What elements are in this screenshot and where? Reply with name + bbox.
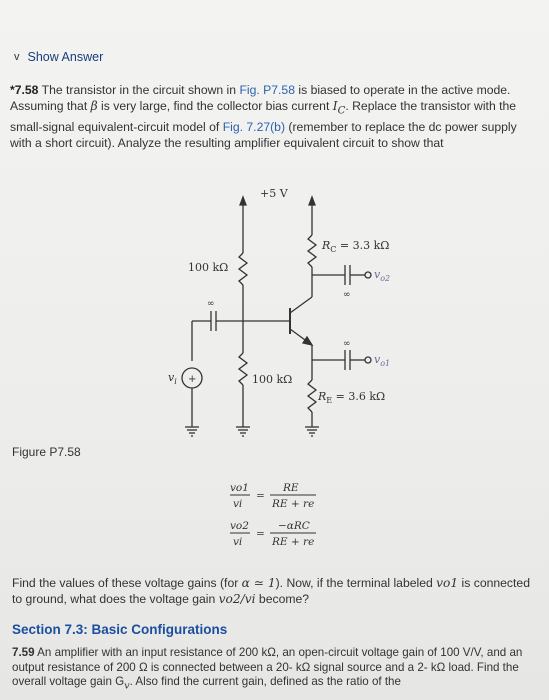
alpha-condition: α ≃ 1 bbox=[241, 576, 276, 590]
eq1-rhs-num: RE bbox=[282, 482, 299, 494]
beta-symbol: β bbox=[90, 99, 98, 113]
problem-number: 7.59 bbox=[12, 646, 35, 659]
terminal-vo2 bbox=[364, 271, 372, 279]
arrow-up-icon bbox=[239, 195, 247, 206]
section-heading: Section 7.3: Basic Configurations bbox=[12, 622, 228, 637]
vo1-label: vo1 bbox=[374, 353, 390, 368]
gv-subscript: v bbox=[124, 680, 130, 692]
show-answer-toggle[interactable]: v Show Answer bbox=[14, 50, 103, 64]
problem-text: (remember to replace the dc power supply… bbox=[10, 120, 517, 151]
eq1-lhs-num: vo1 bbox=[230, 482, 249, 494]
eq2-rhs-num: −αRC bbox=[278, 520, 310, 532]
vo2-label: vo2 bbox=[374, 268, 390, 283]
cap-emitter-infinity: ∞ bbox=[343, 339, 351, 349]
r-bottom-label: 100 kΩ bbox=[252, 373, 292, 386]
r-top-label: 100 kΩ bbox=[188, 261, 228, 274]
eq2-rhs-den: RE + re bbox=[271, 536, 314, 548]
ground-icon bbox=[236, 426, 250, 437]
ic-subscript: C bbox=[337, 105, 346, 117]
chevron-down-icon: v bbox=[14, 51, 20, 63]
problem-text: An amplifier with an input resistance of… bbox=[12, 646, 523, 688]
arrow-up-icon bbox=[308, 195, 316, 206]
rc-label: RC = 3.3 kΩ bbox=[321, 239, 389, 254]
cap-base-infinity: ∞ bbox=[207, 299, 215, 309]
vo1-symbol: vo1 bbox=[436, 576, 459, 590]
vi-label: vi bbox=[168, 371, 177, 386]
problem-text: . Replace the transistor with the small-… bbox=[10, 99, 517, 135]
find-text: ). Now, if the terminal labeled bbox=[275, 576, 437, 590]
problem-text: is biased to operate in the active mode.… bbox=[10, 83, 511, 113]
resistor-top-100k bbox=[237, 252, 249, 286]
eq1-sign: = bbox=[256, 490, 265, 502]
find-text: is connected to ground, what does the vo… bbox=[12, 576, 530, 606]
terminal-vo1 bbox=[364, 356, 372, 364]
gain-equations: vo1 vi = RE RE + re vo2 vi = −αRC RE + r… bbox=[230, 482, 316, 548]
problem-7-59: 7.59 An amplifier with an input resistan… bbox=[12, 646, 544, 694]
eq2-lhs-den: vi bbox=[233, 536, 242, 548]
resistor-bottom-100k bbox=[237, 352, 249, 386]
problem-number: *7.58 bbox=[10, 83, 39, 97]
re-label: RE = 3.6 kΩ bbox=[317, 390, 385, 405]
problem-text: The transistor in the circuit shown in bbox=[41, 83, 240, 97]
problem-7-58: *7.58 The transistor in the circuit show… bbox=[10, 82, 538, 151]
supply-label: +5 V bbox=[260, 187, 289, 200]
ground-icon bbox=[185, 426, 199, 437]
eq2-sign: = bbox=[256, 528, 265, 540]
source-plus: + bbox=[188, 374, 196, 385]
problem-text: is very large, find the collector bias c… bbox=[97, 99, 333, 113]
figure-caption: Figure P7.58 bbox=[12, 445, 81, 459]
show-answer-label: Show Answer bbox=[27, 50, 104, 64]
find-text: Find the values of these voltage gains (… bbox=[12, 576, 242, 590]
circuit-diagram: +5 V RC = 3.3 kΩ 100 kΩ 100 kΩ RE = 3.6 … bbox=[168, 187, 390, 437]
ground-icon bbox=[305, 426, 319, 437]
resistor-rc bbox=[306, 234, 318, 268]
cap-collector-infinity: ∞ bbox=[343, 290, 351, 300]
problem-text: . Also find the current gain, defined as… bbox=[129, 675, 401, 688]
emitter-arrow-icon bbox=[301, 335, 314, 346]
resistor-re bbox=[306, 379, 318, 413]
ic-symbol: I bbox=[332, 99, 338, 113]
eq2-lhs-num: vo2 bbox=[230, 520, 249, 532]
eq1-lhs-den: vi bbox=[233, 498, 242, 510]
figure-link-p7-58[interactable]: Fig. P7.58 bbox=[239, 83, 295, 97]
figure-link-7-27b[interactable]: Fig. 7.27(b) bbox=[222, 120, 286, 135]
eq1-rhs-den: RE + re bbox=[271, 498, 314, 510]
transistor-collector bbox=[289, 296, 313, 314]
find-text: become? bbox=[255, 592, 310, 606]
gain-ratio: vo2/vi bbox=[218, 592, 256, 606]
find-gains-text: Find the values of these voltage gains (… bbox=[12, 575, 542, 607]
